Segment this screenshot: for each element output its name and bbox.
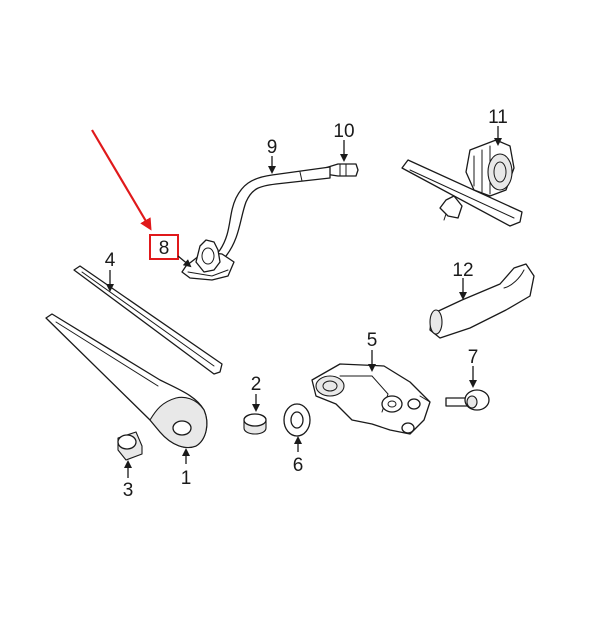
- callout-2: 2: [251, 374, 262, 395]
- callout-8: 8: [159, 238, 170, 259]
- callout-9: 9: [267, 137, 278, 158]
- highlight-arrow: [91, 129, 152, 231]
- highlight-box: [149, 234, 179, 260]
- callout-10: 10: [333, 121, 354, 142]
- part-12-boot: [429, 263, 535, 339]
- callout-7: 7: [468, 347, 479, 368]
- part-8-washer-nozzle: [181, 239, 235, 281]
- callout-5: 5: [367, 330, 378, 351]
- part-5-wiper-motor: [311, 363, 431, 435]
- part-11-bracket: [401, 139, 523, 227]
- part-7-bolt: [445, 389, 490, 411]
- part-9-washer-hose: [209, 166, 331, 267]
- callout-6: 6: [293, 455, 304, 476]
- callout-11: 11: [488, 107, 508, 128]
- callout-12: 12: [452, 260, 473, 281]
- part-6-seal: [283, 403, 311, 437]
- callout-3: 3: [123, 480, 134, 501]
- part-1-wiper-arm: [45, 313, 208, 449]
- leader-8: [177, 255, 192, 268]
- callout-4: 4: [105, 250, 116, 271]
- part-2-nut: [243, 413, 267, 435]
- callout-1: 1: [181, 468, 192, 489]
- part-3-cap: [117, 431, 143, 461]
- part-4-wiper-blade: [73, 265, 223, 375]
